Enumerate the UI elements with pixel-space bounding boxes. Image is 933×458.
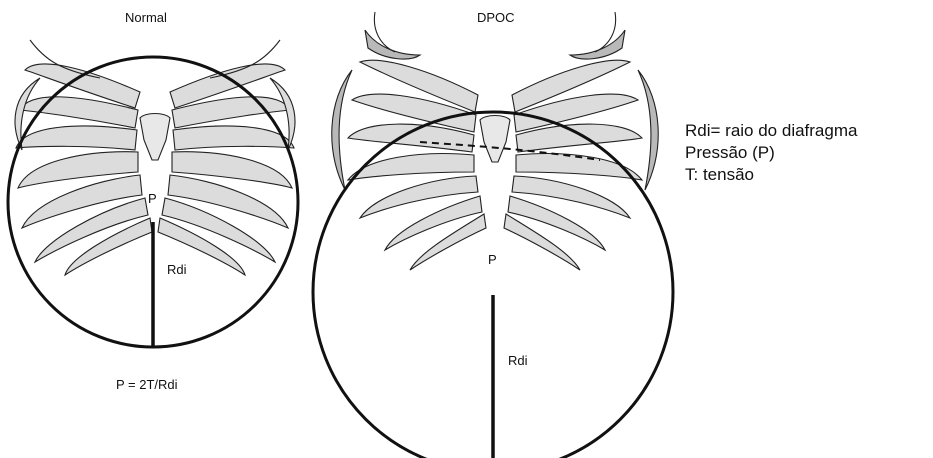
normal-rib-cage: [15, 40, 295, 275]
legend-pressure: Pressão (P): [685, 142, 857, 164]
normal-radius-label: Rdi: [167, 262, 187, 277]
normal-formula: P = 2T/Rdi: [116, 377, 178, 392]
legend-radius: Rdi= raio do diafragma: [685, 120, 857, 142]
normal-title: Normal: [125, 10, 167, 25]
copd-radius-label: Rdi: [508, 353, 528, 368]
copd-pressure-label: P: [488, 252, 497, 267]
legend-tension: T: tensão: [685, 164, 857, 186]
copd-rib-cage: [332, 12, 658, 270]
legend: Rdi= raio do diafragma Pressão (P) T: te…: [685, 120, 857, 186]
copd-title: DPOC: [477, 10, 515, 25]
normal-pressure-label: P: [148, 191, 157, 206]
